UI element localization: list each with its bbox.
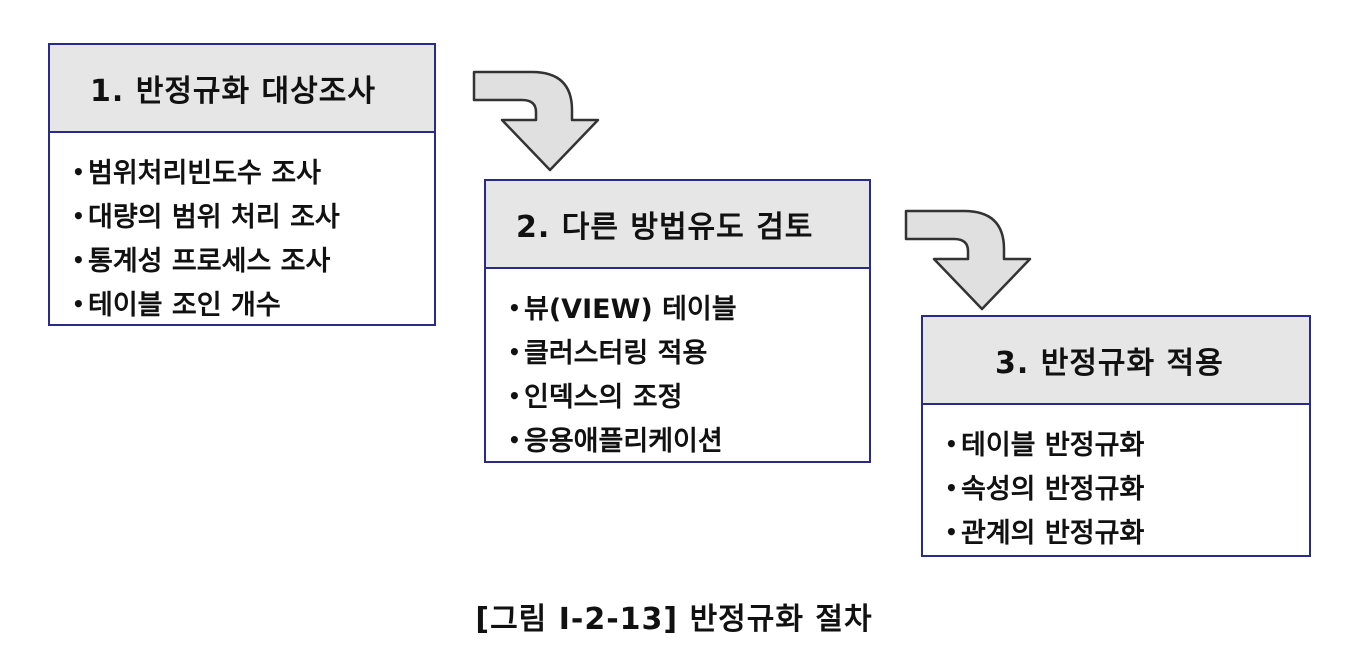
list-item: 테이블 반정규화 [945, 423, 1309, 467]
list-item: 테이블 조인 개수 [72, 283, 434, 327]
list-item: 뷰(VIEW) 테이블 [508, 287, 869, 331]
step-1-title: 1. 반정규화 대상조사 [50, 45, 434, 133]
step-3-list: 테이블 반정규화 속성의 반정규화 관계의 반정규화 [923, 405, 1309, 555]
list-item: 범위처리빈도수 조사 [72, 151, 434, 195]
step-3-title: 3. 반정규화 적용 [923, 317, 1309, 405]
step-1-box: 1. 반정규화 대상조사 범위처리빈도수 조사 대량의 범위 처리 조사 통계성… [48, 43, 436, 326]
step-2-list: 뷰(VIEW) 테이블 클러스터링 적용 인덱스의 조정 응용애플리케이션 [486, 269, 869, 463]
list-item: 통계성 프로세스 조사 [72, 239, 434, 283]
list-item: 대량의 범위 처리 조사 [72, 195, 434, 239]
list-item: 관계의 반정규화 [945, 511, 1309, 555]
flow-arrow-1-icon [472, 70, 600, 172]
step-3-box: 3. 반정규화 적용 테이블 반정규화 속성의 반정규화 관계의 반정규화 [921, 315, 1311, 557]
flow-arrow-2-icon [904, 209, 1032, 311]
figure-caption: [그림 Ⅰ-2-13] 반정규화 절차 [475, 602, 873, 637]
list-item: 인덱스의 조정 [508, 375, 869, 419]
list-item: 속성의 반정규화 [945, 467, 1309, 511]
step-2-title: 2. 다른 방법유도 검토 [486, 181, 869, 269]
step-2-box: 2. 다른 방법유도 검토 뷰(VIEW) 테이블 클러스터링 적용 인덱스의 … [484, 179, 871, 463]
list-item: 응용애플리케이션 [508, 419, 869, 463]
step-1-list: 범위처리빈도수 조사 대량의 범위 처리 조사 통계성 프로세스 조사 테이블 … [50, 133, 434, 327]
list-item: 클러스터링 적용 [508, 331, 869, 375]
